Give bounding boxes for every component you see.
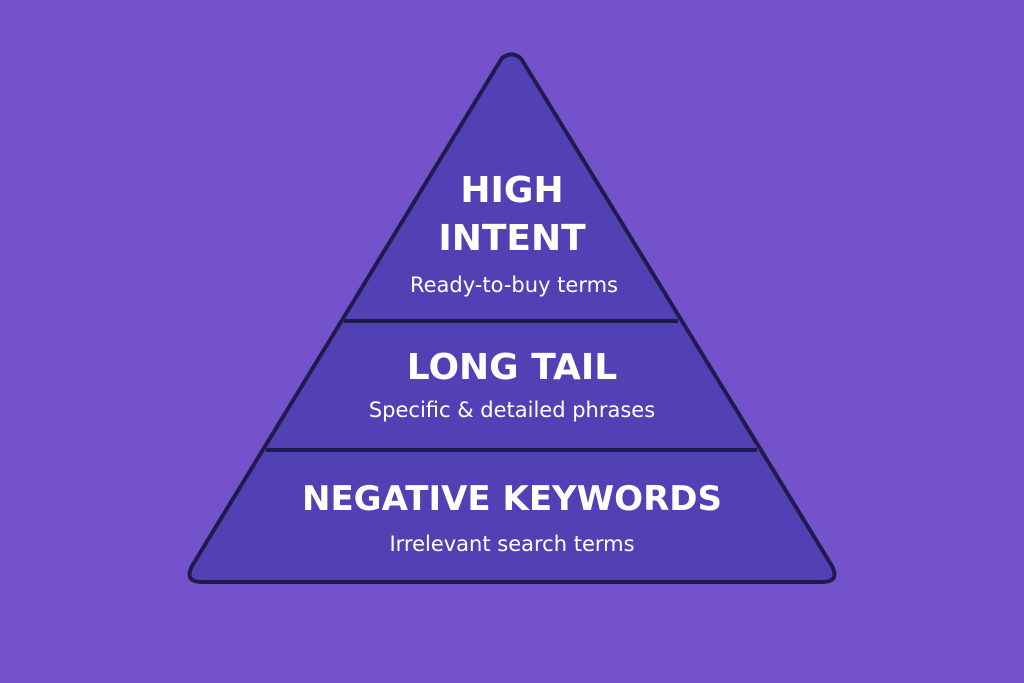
tier-high-intent: HIGH INTENT Ready-to-buy terms <box>410 170 618 297</box>
tier-title-line: INTENT <box>438 218 586 259</box>
tier-title-line: NEGATIVE KEYWORDS <box>302 479 722 519</box>
tier-subtitle: Ready-to-buy terms <box>410 273 618 297</box>
tier-subtitle: Irrelevant search terms <box>389 532 634 556</box>
tier-negative-keywords: NEGATIVE KEYWORDS Irrelevant search term… <box>302 479 722 556</box>
tier-title-line: LONG TAIL <box>407 347 617 388</box>
tier-subtitle: Specific & detailed phrases <box>369 398 655 422</box>
tier-long-tail: LONG TAIL Specific & detailed phrases <box>369 347 655 422</box>
tier-title-line: HIGH <box>460 170 563 211</box>
